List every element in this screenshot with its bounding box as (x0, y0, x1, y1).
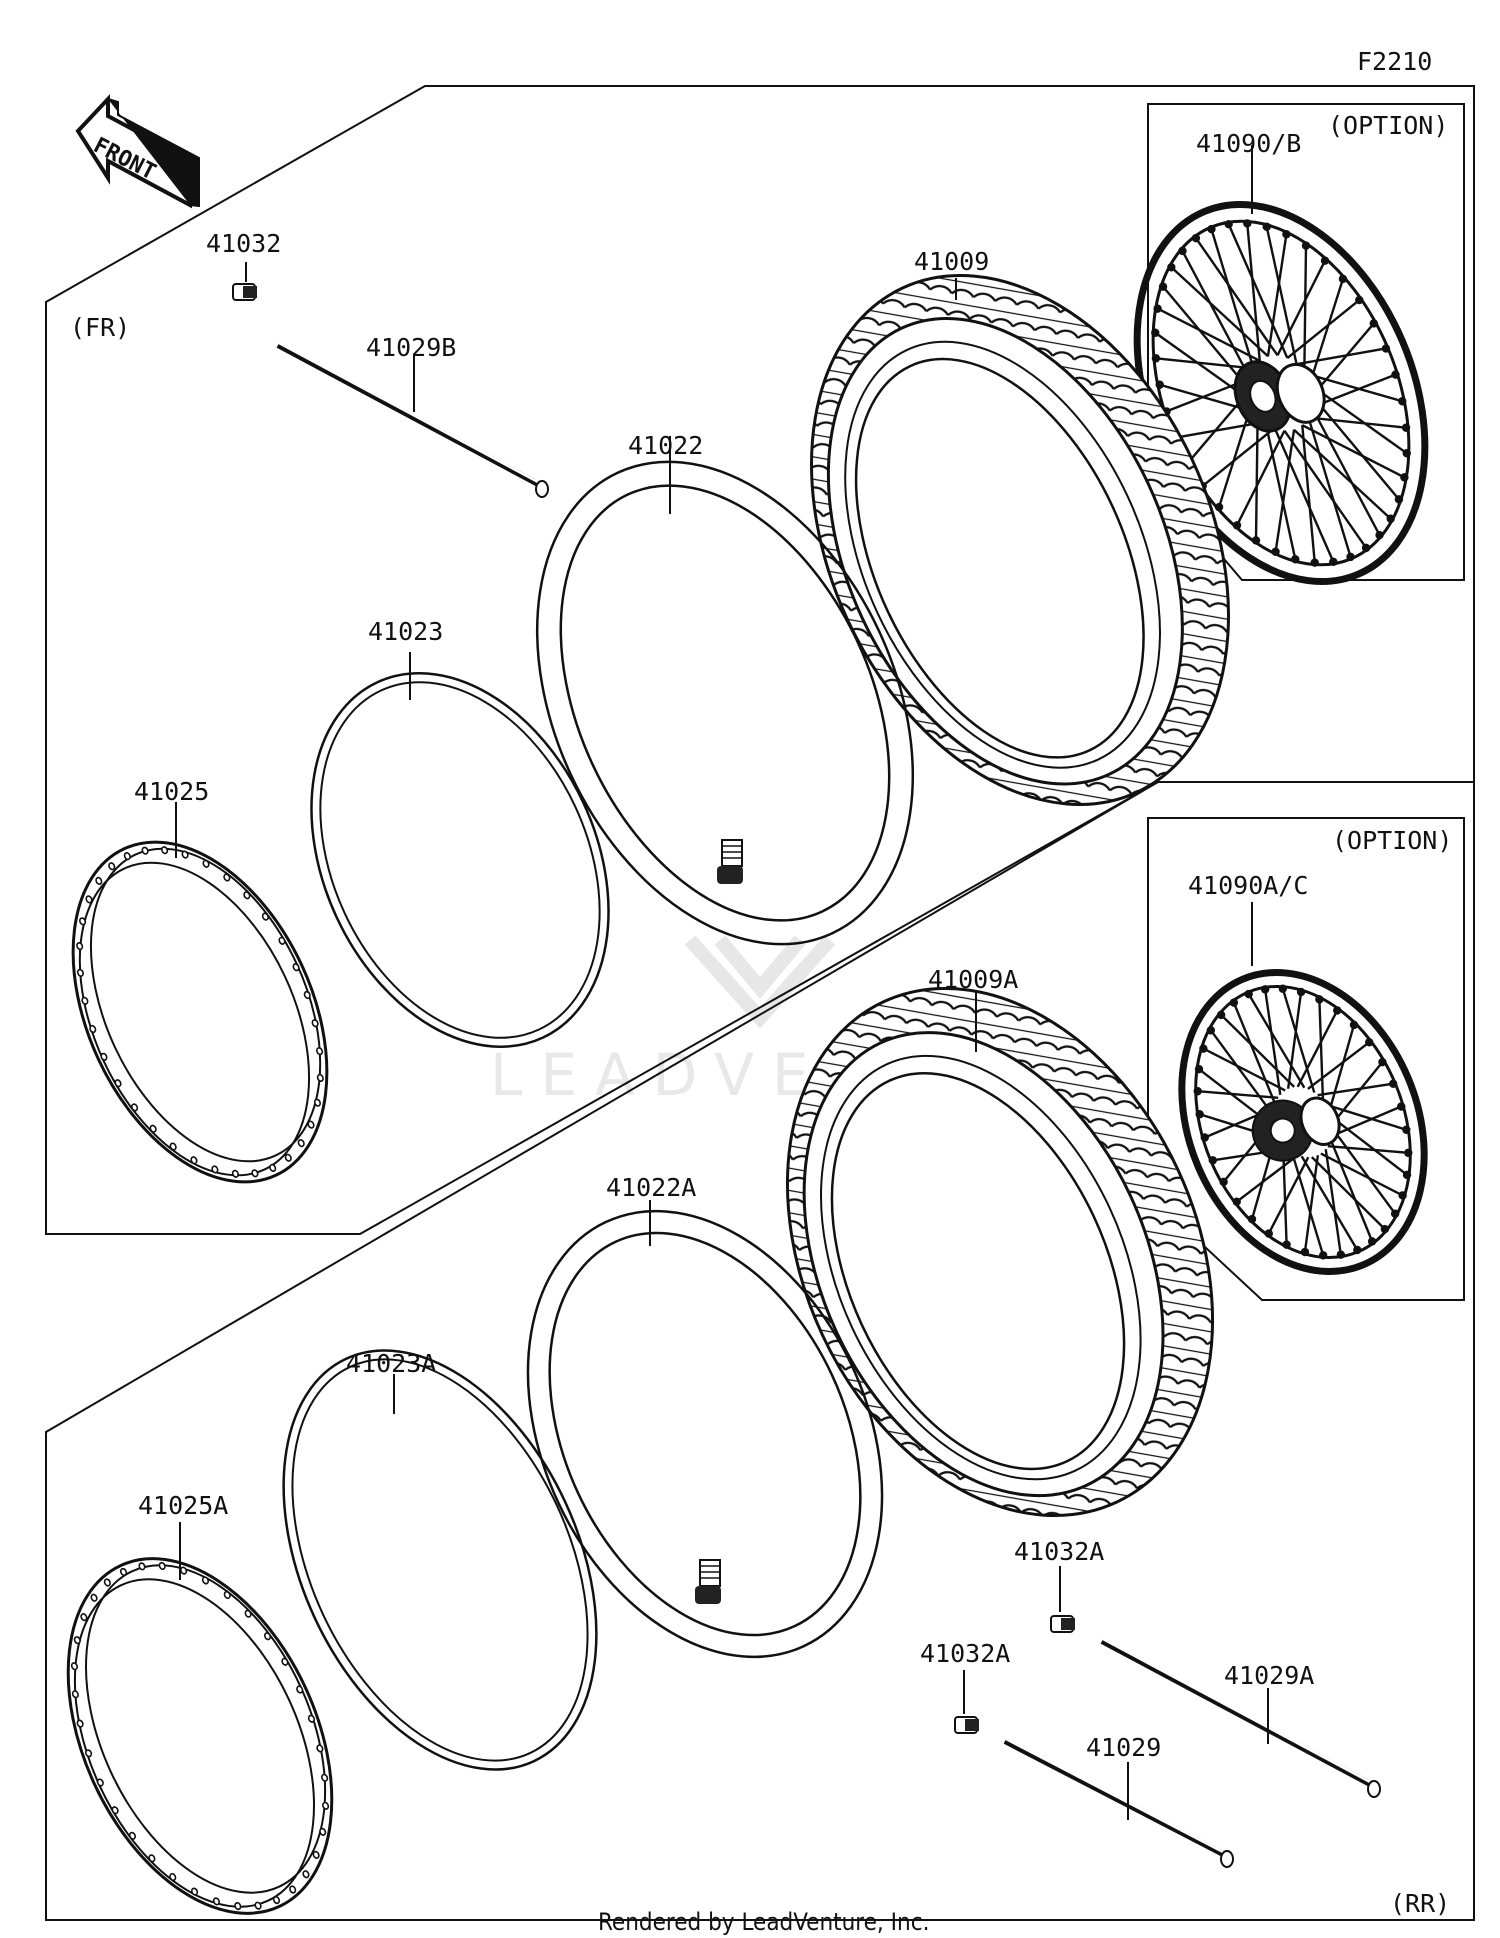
option-box-rear-part: 41090A/C (1188, 871, 1308, 900)
front-tube (535, 460, 915, 946)
label-41023: 41023 (368, 617, 443, 646)
label-41032A-lower: 41032A (920, 1639, 1010, 1668)
label-41029B: 41029B (366, 333, 456, 362)
rear-valve-cap-lower-icon (954, 1716, 979, 1734)
option-box-front-tag: (OPTION) (1328, 111, 1448, 140)
footer-credit: Rendered by LeadVenture, Inc. (598, 1908, 929, 1936)
label-41009A: 41009A (928, 965, 1018, 994)
rear-tire (785, 987, 1215, 1517)
rear-spoke-upper (1100, 1637, 1381, 1798)
front-rim (71, 840, 329, 1184)
front-valve-cap-icon (232, 283, 257, 301)
rear-tube-valve-icon (695, 1559, 721, 1604)
front-tube-valve-icon (717, 839, 743, 884)
rear-tube (526, 1209, 884, 1659)
rear-valve-cap-upper-icon (1050, 1615, 1075, 1633)
front-rim-band (310, 672, 610, 1048)
label-41032: 41032 (206, 229, 281, 258)
label-41032A-upper: 41032A (1014, 1537, 1104, 1566)
label-41022: 41022 (628, 431, 703, 460)
rear-section-border (45, 781, 1475, 1921)
label-41025: 41025 (134, 777, 209, 806)
label-41025A: 41025A (138, 1491, 228, 1520)
rear-spoke-lower (1003, 1737, 1234, 1868)
figure-code: F2210 (1357, 47, 1432, 76)
rear-section-tag: (RR) (1390, 1889, 1450, 1918)
rear-spoked-wheel (1178, 969, 1428, 1275)
label-41009: 41009 (914, 247, 989, 276)
label-41023A: 41023A (346, 1349, 436, 1378)
front-section-tag: (FR) (70, 313, 130, 342)
front-tire (810, 274, 1230, 806)
front-arrow-icon: FRONT (75, 93, 200, 209)
rear-rim (66, 1557, 334, 1915)
rear-rim-band (282, 1349, 598, 1771)
label-41029A: 41029A (1224, 1661, 1314, 1690)
front-spoke (276, 341, 549, 498)
option-box-rear-tag: (OPTION) (1332, 826, 1452, 855)
option-box-front-part: 41090/B (1196, 129, 1301, 158)
label-41022A: 41022A (606, 1173, 696, 1202)
label-41029: 41029 (1086, 1733, 1161, 1762)
front-section-border (45, 85, 1475, 1235)
